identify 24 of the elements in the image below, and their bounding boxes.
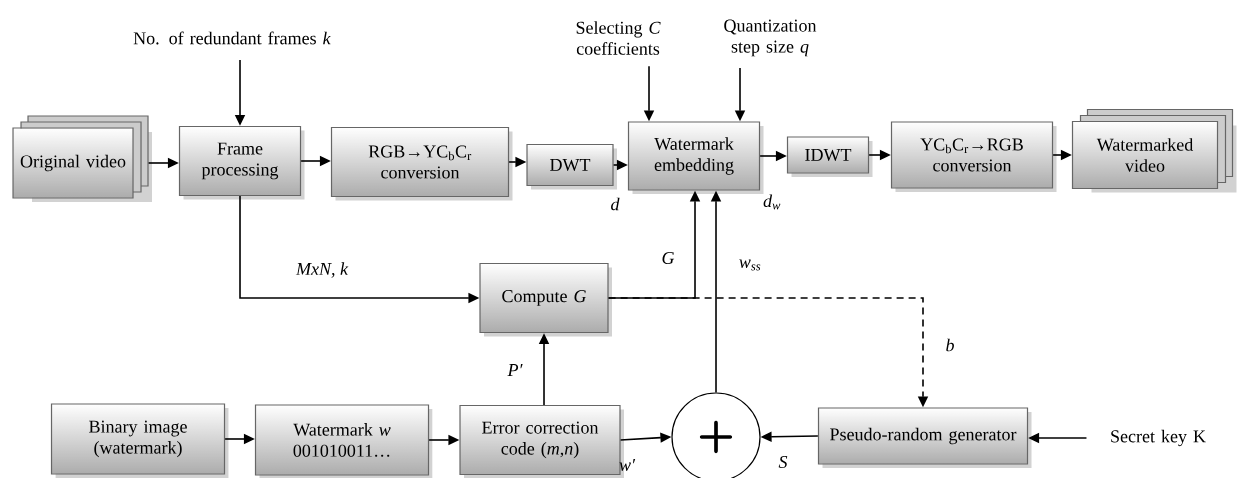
process-box: Pseudo-random generator [817,407,1032,468]
input-label: Quantization step size q [724,19,817,57]
edge-label: d$_{w}$ [763,194,781,210]
process-box: Watermark embedding [627,121,764,194]
process-box: DWT [526,143,617,190]
process-box: Watermark w 001010011… [254,404,433,478]
input-label: Selecting C coefficients [576,21,661,55]
edge-label: w$_{ss}$ [739,259,761,271]
process-box: YC$_{b}$C$_{r}$→RGB conversion [890,121,1057,192]
edge-label: d [611,197,620,211]
input-label: No. of redundant frames k [133,31,331,45]
process-box: Frame processing [178,125,305,200]
video-stack: Watermarked video [1071,108,1237,193]
edge-label: MxN, k [295,262,349,278]
edge-label: b [946,338,954,352]
edge-label: G [662,251,675,265]
process-box: Compute G [479,262,612,337]
edge-label: P′ [507,364,523,376]
video-stack: Original video [12,115,152,202]
edge-label: S [778,455,788,469]
process-box: Binary image (watermark) [50,403,229,478]
process-box: RGB→YC$_{b}$C$_{r}$ conversion [330,126,513,201]
input-label: Secret key K [1111,429,1206,447]
process-box: IDWT [786,136,873,177]
